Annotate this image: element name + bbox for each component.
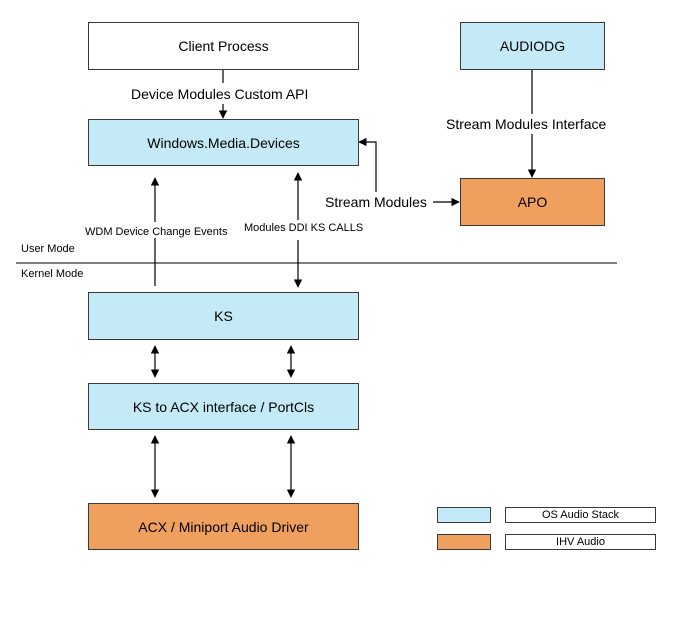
legend-ihv-audio-swatch: [437, 534, 491, 550]
legend-os-audio-stack-text: OS Audio Stack: [541, 509, 620, 521]
legend-os-audio-stack-label: OS Audio Stack: [505, 507, 656, 523]
arrow-stream-modules-to-wmd: [358, 137, 377, 192]
kernel-mode-label: Kernel Mode: [21, 268, 84, 280]
device-modules-api-label: Device Modules Custom API: [131, 86, 309, 102]
ks-box: KS: [88, 292, 359, 340]
wdm-change-events-label: WDM Device Change Events: [85, 226, 228, 238]
acx-miniport-box: ACX / Miniport Audio Driver: [88, 503, 359, 550]
legend-ihv-audio-label: IHV Audio: [505, 534, 656, 550]
stream-modules-interface-label: Stream Modules Interface: [446, 116, 607, 132]
audiodg-label: AUDIODG: [499, 38, 566, 54]
ks-acx-interface-label: KS to ACX interface / PortCls: [132, 398, 315, 415]
client-process-box: Client Process: [88, 22, 359, 70]
windows-media-devices-box: Windows.Media.Devices: [88, 119, 359, 166]
ks-label: KS: [214, 308, 233, 324]
ks-acx-interface-box: KS to ACX interface / PortCls: [88, 383, 359, 430]
windows-media-devices-label: Windows.Media.Devices: [147, 134, 300, 151]
apo-label: APO: [517, 194, 548, 210]
user-mode-label: User Mode: [21, 243, 75, 255]
client-process-label: Client Process: [178, 38, 269, 54]
legend-ihv-audio-text: IHV Audio: [556, 536, 605, 548]
audiodg-box: AUDIODG: [460, 22, 605, 70]
stream-modules-label: Stream Modules: [325, 194, 427, 210]
acx-miniport-label: ACX / Miniport Audio Driver: [138, 518, 309, 535]
apo-box: APO: [460, 178, 605, 226]
modules-ddi-label: Modules DDI KS CALLS: [244, 222, 364, 234]
legend-os-audio-stack-swatch: [437, 507, 491, 523]
